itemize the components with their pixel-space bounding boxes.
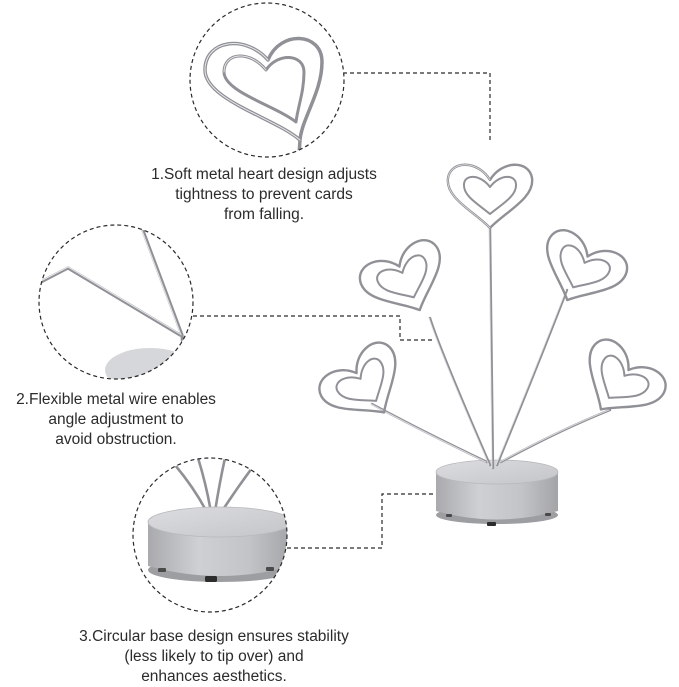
- zoom-circle-heart: [189, 2, 345, 158]
- heart-clips: [318, 163, 667, 414]
- caption-line: enhances aesthetics.: [141, 668, 287, 685]
- heart-lower-right: [588, 338, 667, 411]
- circular-base: [435, 459, 559, 526]
- caption-line: angle adjustment to: [48, 411, 184, 428]
- heart-upper-left: [358, 239, 442, 312]
- zoom-circle-wire: [38, 224, 194, 380]
- heart-top: [446, 163, 534, 230]
- caption-line: tightness to prevent cards: [175, 186, 353, 203]
- caption-circular-base: 3.Circular base design ensures stability…: [48, 627, 380, 687]
- heart-lower-left: [318, 341, 397, 414]
- heart-upper-right: [545, 229, 629, 302]
- photo-holder-product: [318, 163, 667, 526]
- caption-line: avoid obstruction.: [55, 431, 177, 448]
- caption-line: 2.Flexible metal wire enables: [16, 391, 216, 408]
- caption-heart-design: 1.Soft metal heart design adjusts tightn…: [128, 165, 400, 225]
- wire-stems: [370, 226, 612, 470]
- caption-line: from falling.: [223, 206, 305, 223]
- leader-lines: [193, 72, 491, 549]
- caption-line: 3.Circular base design ensures stability: [79, 628, 349, 645]
- leader-line-heart: [343, 72, 491, 140]
- leader-line-base: [287, 493, 434, 549]
- caption-line: 1.Soft metal heart design adjusts: [151, 166, 377, 183]
- caption-flexible-wire: 2.Flexible metal wire enables angle adju…: [0, 390, 232, 450]
- leader-line-wire: [193, 315, 432, 341]
- zoom-circle-base: [132, 457, 288, 613]
- caption-line: (less likely to tip over) and: [124, 648, 304, 665]
